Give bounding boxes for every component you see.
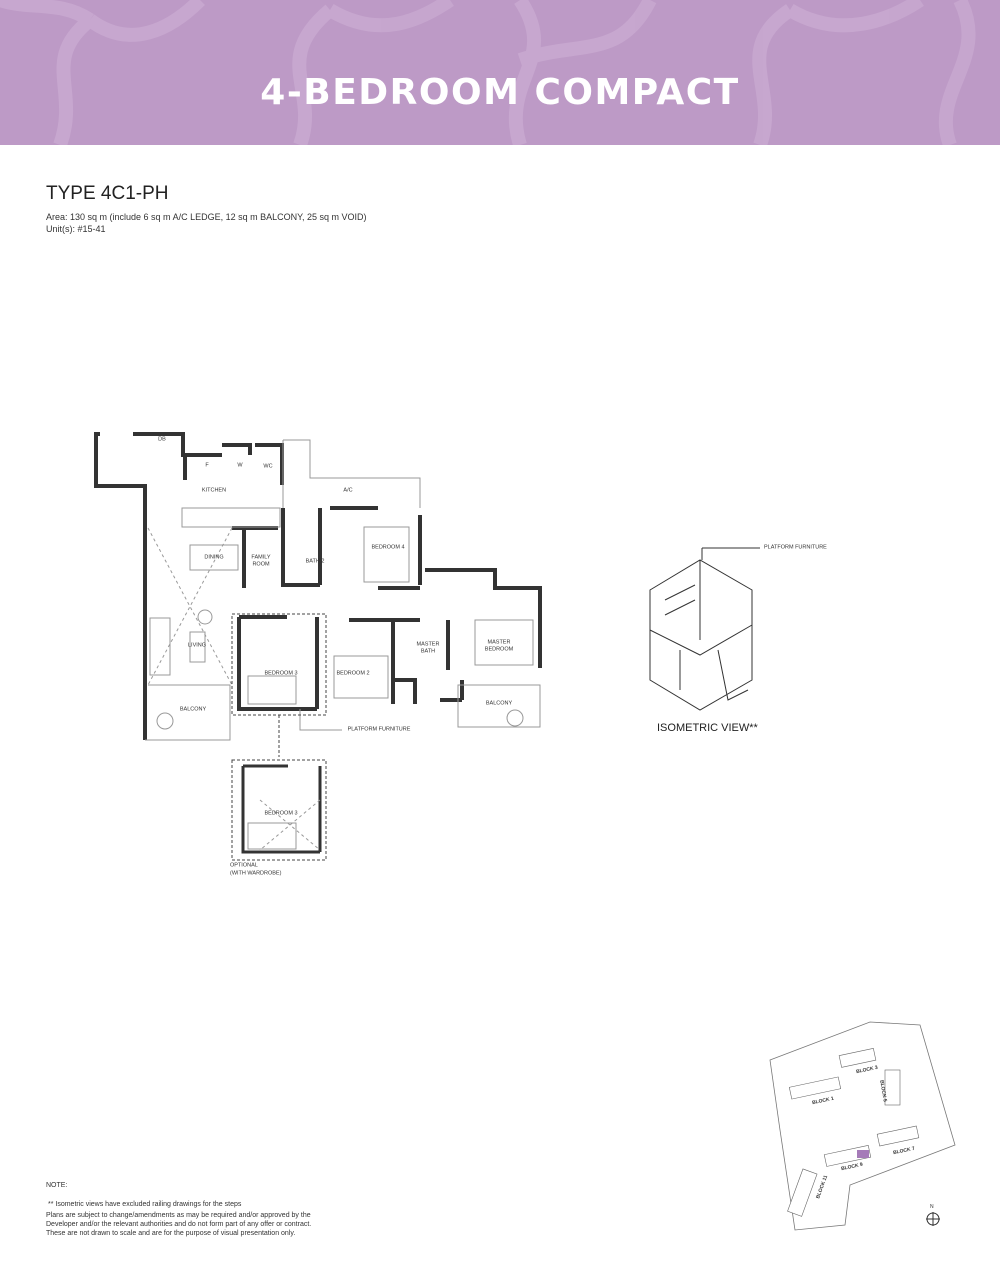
label-living: LIVING xyxy=(187,642,207,649)
label-bedroom4: BEDROOM 4 xyxy=(371,544,405,551)
label-bedroom2: BEDROOM 2 xyxy=(336,670,370,677)
header-banner: 4-BEDROOM COMPACT xyxy=(0,0,1000,145)
note-heading: NOTE: xyxy=(46,1182,68,1189)
note-line: These are not drawn to scale and are for… xyxy=(46,1230,296,1237)
label-optional: OPTIONAL xyxy=(230,862,258,869)
unit-type-title: TYPE 4C1-PH xyxy=(46,183,169,204)
page-title: 4-BEDROOM COMPACT xyxy=(260,72,740,113)
label-fridge: F xyxy=(205,462,209,469)
label-optional-bedroom3: BEDROOM 3 xyxy=(264,810,298,817)
isometric-drawing xyxy=(649,547,760,711)
label-kitchen: KITCHEN xyxy=(201,487,227,494)
label-master-bath: MASTER BATH xyxy=(416,641,440,654)
label-platform-furniture: PLATFORM FURNITURE xyxy=(347,726,411,733)
note-line: Plans are subject to change/amendments a… xyxy=(46,1212,311,1219)
label-ac: A/C xyxy=(343,487,353,494)
label-balcony-living: BALCONY xyxy=(179,706,207,713)
label-master-bedroom: MASTER BEDROOM xyxy=(484,639,514,652)
label-wc: WC xyxy=(263,463,273,470)
iso-platform-furniture-callout: PLATFORM FURNITURE xyxy=(764,544,827,551)
key-plan-site-boundary xyxy=(769,1021,956,1231)
highlighted-unit xyxy=(857,1150,869,1158)
key-plan-blocks xyxy=(787,1048,920,1217)
label-washer: W xyxy=(237,462,243,469)
note-line: Developer and/or the relevant authoritie… xyxy=(46,1221,312,1228)
unit-area: Area: 130 sq m (include 6 sq m A/C LEDGE… xyxy=(46,212,367,222)
label-bedroom3: BEDROOM 3 xyxy=(264,670,298,677)
label-bath2: BATH 2 xyxy=(305,558,325,565)
label-balcony-master: BALCONY xyxy=(485,700,513,707)
tree-pattern-decoration xyxy=(0,0,976,145)
note-line: ** Isometric views have excluded railing… xyxy=(48,1201,242,1208)
label-family-room: FAMILY ROOM xyxy=(251,554,271,567)
isometric-view-title: ISOMETRIC VIEW** xyxy=(657,722,758,734)
north-arrow-icon xyxy=(926,1212,940,1226)
label-db: DB xyxy=(158,436,166,443)
label-dining: DINING xyxy=(204,554,224,561)
unit-numbers: Unit(s): #15-41 xyxy=(46,224,106,234)
label-with-wardrobe: (WITH WARDROBE) xyxy=(230,870,282,877)
north-label: N xyxy=(930,1204,934,1210)
